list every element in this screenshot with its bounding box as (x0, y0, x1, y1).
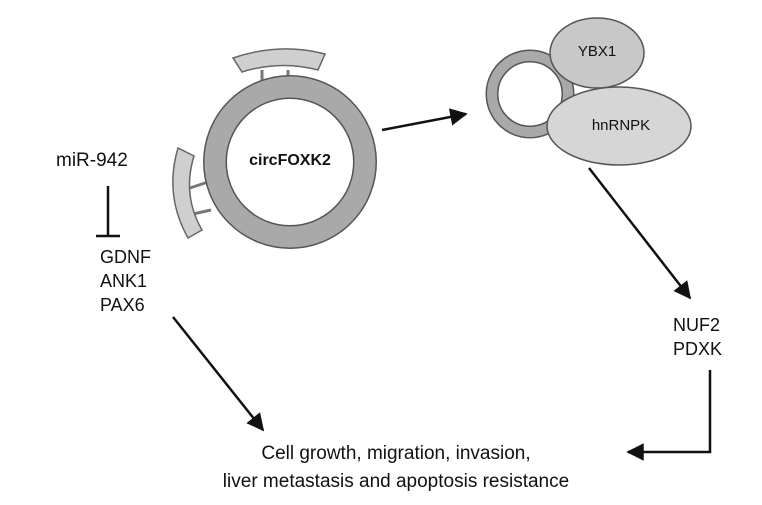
left-mirna-fragment (172, 146, 212, 240)
gene-pdxk: PDXK (673, 339, 723, 359)
arrow-pdxk-to-outcome (626, 370, 712, 461)
protein-target-list: NUF2 PDXK (673, 313, 722, 361)
gene-nuf2: NUF2 (673, 315, 721, 335)
mirna-label: miR-942 (56, 150, 128, 171)
ybx1-label: YBX1 (577, 43, 617, 60)
mirna-target-list: GDNF ANK1 PAX6 (100, 245, 151, 317)
hnrnpk-protein (546, 86, 692, 166)
inhibition-mirna-to-targets (96, 186, 120, 238)
gene-gdnf: GDNF (100, 247, 151, 267)
arrow-circrna-to-proteins (381, 108, 468, 132)
arrow-hnrnpk-to-nuf2 (588, 167, 692, 300)
arrow-pax6-to-outcome (172, 316, 265, 432)
hnrnpk-label: hnRNPK (591, 117, 651, 134)
top-mirna-fragment (231, 48, 327, 88)
outcome-line-1: Cell growth, migration, invasion, (261, 443, 531, 464)
gene-pax6: PAX6 (100, 295, 145, 315)
gene-ank1: ANK1 (100, 271, 148, 291)
circfoxk2-label: circFOXK2 (249, 152, 331, 169)
outcome-line-2: liver metastasis and apoptosis resistanc… (222, 471, 570, 492)
